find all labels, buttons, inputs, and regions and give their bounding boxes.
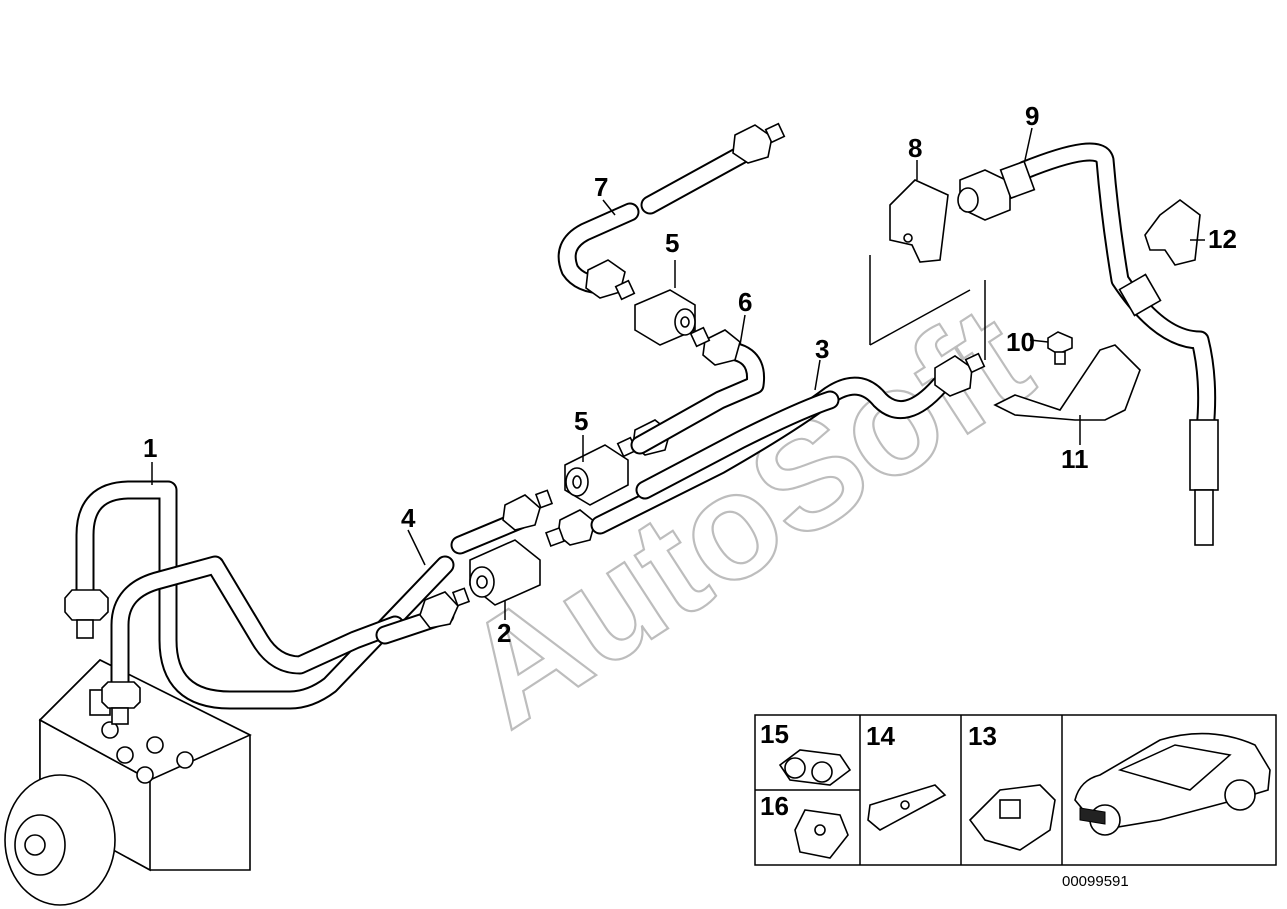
callout-2: 2 (497, 618, 511, 648)
callout-14: 14 (866, 721, 895, 751)
callout-11: 11 (1061, 444, 1089, 474)
brake-hose-9 (957, 142, 1219, 546)
pipe-connector-5-upper (634, 289, 696, 346)
clip-13 (968, 784, 1056, 851)
clip-14 (867, 784, 947, 831)
clip-15 (778, 749, 852, 786)
callout-9: 9 (1025, 101, 1039, 131)
callout-15: 15 (760, 719, 789, 749)
clip-12 (1144, 199, 1205, 266)
brake-pipe-7 (557, 122, 786, 301)
pipe-connector-5-lower (545, 444, 629, 547)
callout-8: 8 (908, 133, 922, 163)
bolt-10 (1047, 331, 1073, 365)
brake-pipe-6 (630, 326, 766, 455)
callout-4: 4 (401, 503, 416, 533)
callout-7: 7 (594, 172, 608, 202)
brake-pipe-4 (101, 555, 405, 725)
vehicle-silhouette (1074, 732, 1271, 836)
bracket-8 (869, 179, 949, 345)
leader-lines (151, 127, 1049, 620)
diagram-part-number: 00099591 (1062, 873, 1129, 890)
inset-parts-table: 15 16 14 13 (754, 714, 1277, 866)
callout-10: 10 (1006, 327, 1035, 357)
callout-5-upper: 5 (665, 228, 679, 258)
callout-1: 1 (143, 433, 157, 463)
callout-5-lower: 5 (574, 406, 588, 436)
bracket-11 (993, 344, 1141, 445)
pipe-connector-2 (375, 489, 554, 645)
brake-pipe-1 (64, 480, 455, 710)
clip-16 (794, 809, 849, 859)
callout-13: 13 (968, 721, 997, 751)
callout-12: 12 (1208, 224, 1237, 254)
callout-3: 3 (815, 334, 829, 364)
callout-16: 16 (760, 791, 789, 821)
abs-hydraulic-unit (4, 659, 252, 906)
brake-pipe-3 (590, 352, 986, 535)
callout-6: 6 (738, 287, 752, 317)
